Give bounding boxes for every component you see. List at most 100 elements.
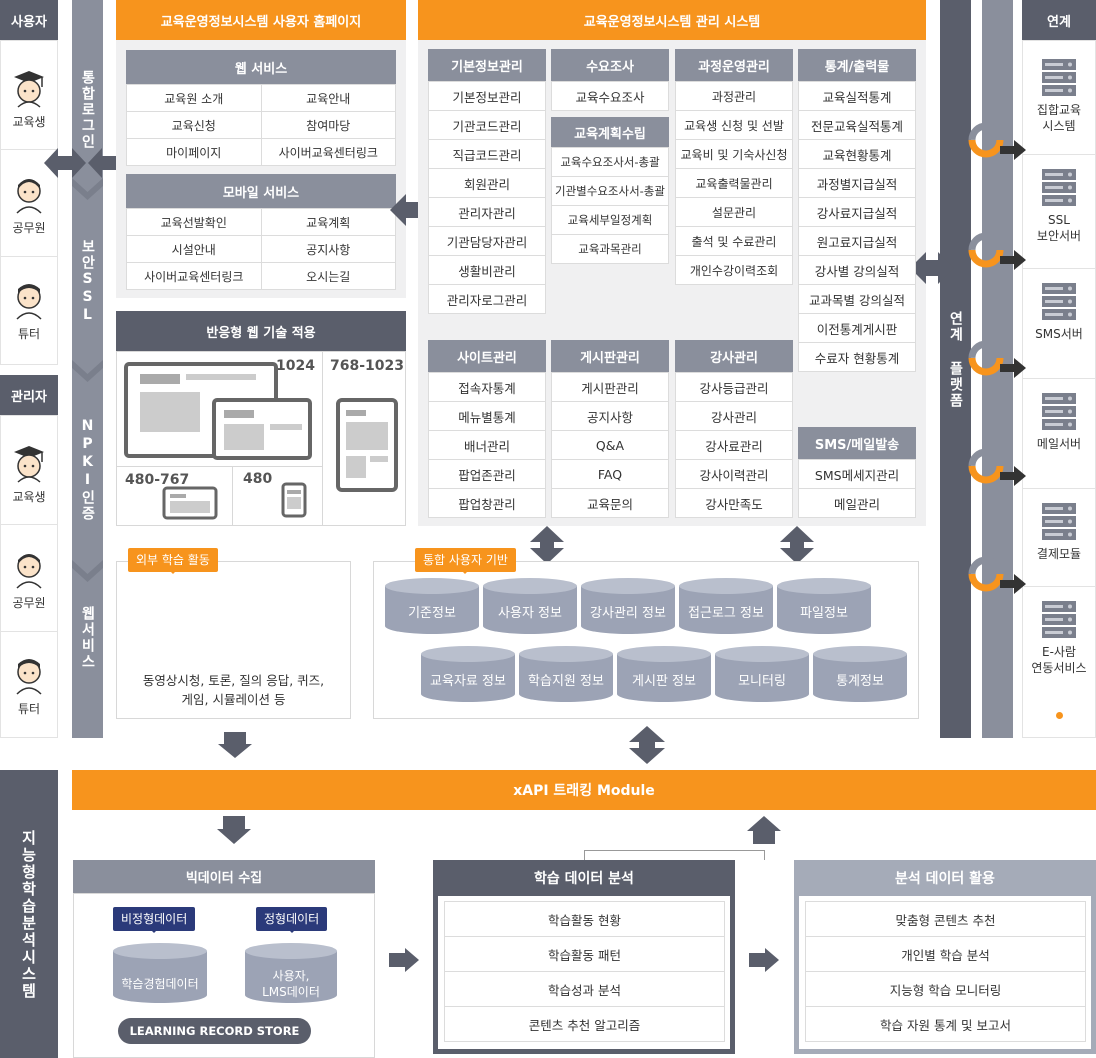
admin-col3-item[interactable]: 개인수강이력조회	[675, 255, 793, 285]
student-icon	[14, 71, 44, 108]
admin-board-item[interactable]: 교육문의	[551, 488, 669, 518]
db-row2-1: 학습지원 정보	[519, 646, 613, 702]
db-row1-4: 파일정보	[777, 578, 871, 634]
user-officer-label: 공무원	[12, 221, 46, 235]
admin-col2b-item[interactable]: 교육수요조사서-총괄	[551, 147, 669, 177]
admin-board-item[interactable]: 게시판관리	[551, 372, 669, 402]
admin-board-item[interactable]: 공지사항	[551, 401, 669, 431]
admin-col3-item[interactable]: 교육생 신청 및 선발	[675, 110, 793, 140]
admin-col3-item[interactable]: 출석 및 수료관리	[675, 226, 793, 256]
admin-sms-item[interactable]: SMS메세지관리	[798, 459, 916, 489]
mobile-item[interactable]: 교육선발확인	[127, 209, 261, 235]
web-item[interactable]: 마이페이지	[127, 139, 261, 165]
mobile-item[interactable]: 오시는길	[261, 263, 395, 289]
down-arrow-external	[218, 732, 252, 758]
connect-header: 연계	[1022, 0, 1096, 40]
server-label: 결제모듈	[1036, 547, 1082, 561]
admin-teacher-item[interactable]: 강사등급관리	[675, 372, 793, 402]
admin-col1-item[interactable]: 관리자관리	[428, 197, 546, 227]
mobile-item[interactable]: 사이버교육센터링크	[127, 263, 261, 289]
mobile-item[interactable]: 교육계획	[261, 209, 395, 235]
admin-board-item[interactable]: Q&A	[551, 430, 669, 460]
mobile-item[interactable]: 공지사항	[261, 236, 395, 262]
db-row2-0: 교육자료 정보	[421, 646, 515, 702]
web-item[interactable]: 참여마당	[261, 112, 395, 138]
admin-teacher-item[interactable]: 강사관리	[675, 401, 793, 431]
mobile-item[interactable]: 시설안내	[127, 236, 261, 262]
admin-col1-item[interactable]: 관리자로그관리	[428, 284, 546, 314]
updown-arrow-admin-2	[780, 526, 814, 564]
user-lms-db-label-2: LMS데이터	[262, 985, 320, 999]
tablet-device-icon	[336, 398, 398, 492]
admin-site-item[interactable]: 메뉴별통계	[428, 401, 546, 431]
admin-col4-title: 통계/출력물	[798, 49, 916, 81]
server-label: 집합교육 시스템	[1036, 103, 1082, 133]
server-icon	[1042, 169, 1076, 206]
integrated-user-tag: 통합 사용자 기반	[415, 548, 516, 574]
desktop-device-icon	[124, 362, 312, 460]
admin-col3-item[interactable]: 과정관리	[675, 81, 793, 111]
admin-tutor: 튜터	[1, 654, 57, 717]
admin-col4-item[interactable]: 강사료지급실적	[798, 197, 916, 227]
admin-col2b-item[interactable]: 교육과목관리	[551, 234, 669, 264]
admin-sms-item[interactable]: 메일관리	[798, 488, 916, 518]
admin-col3-item[interactable]: 교육출력물관리	[675, 168, 793, 198]
admin-col3-item[interactable]: 교육비 및 기숙사신청	[675, 139, 793, 169]
up-arrow-xapi	[747, 816, 781, 844]
admin-site-item[interactable]: 팝업창관리	[428, 488, 546, 518]
web-item[interactable]: 사이버교육센터링크	[261, 139, 395, 165]
admin-col4-item[interactable]: 교육실적통계	[798, 81, 916, 111]
admin-col1-item[interactable]: 회원관리	[428, 168, 546, 198]
admin-col1-item[interactable]: 생활비관리	[428, 255, 546, 285]
auth-seg-web: 웹서비스	[79, 606, 96, 670]
admin-col1-item[interactable]: 기관담당자관리	[428, 226, 546, 256]
server-item: SSL 보안서버	[1023, 168, 1095, 244]
web-item[interactable]: 교육원 소개	[127, 85, 261, 111]
admin-student-label: 교육생	[12, 490, 46, 504]
admin-site-item[interactable]: 배너관리	[428, 430, 546, 460]
db-label: 사용자 정보	[498, 606, 562, 621]
admin-teacher-item[interactable]: 강사만족도	[675, 488, 793, 518]
admin-col4-item[interactable]: 수료자 현황통계	[798, 342, 916, 372]
external-activity-box	[116, 561, 351, 719]
web-item[interactable]: 교육안내	[261, 85, 395, 111]
db-label: 강사관리 정보	[590, 606, 666, 621]
admin-col1-item[interactable]: 기본정보관리	[428, 81, 546, 111]
auth-seg-login: 통합로그인	[79, 70, 96, 150]
sync-icon	[968, 122, 1026, 160]
admin-board-item[interactable]: FAQ	[551, 459, 669, 489]
admin-col4-item[interactable]: 교과목별 강의실적	[798, 284, 916, 314]
db-label: 파일정보	[800, 606, 848, 621]
web-service-title: 웹 서비스	[126, 50, 396, 84]
web-item[interactable]: 교육신청	[127, 112, 261, 138]
admin-group-box: 교육생 공무원 튜터	[0, 415, 58, 738]
admin-col1-item[interactable]: 직급코드관리	[428, 139, 546, 169]
admin-col2a-item[interactable]: 교육수요조사	[551, 81, 669, 111]
connection-platform-bar	[940, 0, 971, 738]
admin-site-item[interactable]: 접속자통계	[428, 372, 546, 402]
admin-col4-item[interactable]: 강사별 강의실적	[798, 255, 916, 285]
admin-teacher-item[interactable]: 강사료관리	[675, 430, 793, 460]
admin-col4-item[interactable]: 과정별지급실적	[798, 168, 916, 198]
admin-col2b-item[interactable]: 교육세부일정계획	[551, 205, 669, 235]
admin-col1-item[interactable]: 기관코드관리	[428, 110, 546, 140]
admin-col4-item[interactable]: 이전통계게시판	[798, 313, 916, 343]
lrs-pill: LEARNING RECORD STORE	[118, 1018, 311, 1044]
mobile-service-grid: 교육선발확인 교육계획 시설안내 공지사항 사이버교육센터링크 오시는길	[126, 208, 396, 290]
admin-col2b-item[interactable]: 기관별수요조사서-총괄	[551, 176, 669, 206]
admin-teacher-item[interactable]: 강사이력관리	[675, 459, 793, 489]
admin-col3-item[interactable]: 설문관리	[675, 197, 793, 227]
admin-col4-item[interactable]: 원고료지급실적	[798, 226, 916, 256]
admin-site-item[interactable]: 팝업존관리	[428, 459, 546, 489]
size-768-label: 768-1023	[330, 358, 404, 374]
updown-arrow-admin-1	[530, 526, 564, 564]
tutor-icon	[16, 284, 42, 320]
usage-item: 맞춤형 콘텐츠 추천	[805, 901, 1086, 937]
db-row1-0: 기준정보	[385, 578, 479, 634]
analysis-title: 학습 데이터 분석	[433, 860, 735, 896]
user-lms-db: 사용자, LMS데이터	[245, 943, 337, 1003]
admin-col4-item[interactable]: 교육현황통계	[798, 139, 916, 169]
xapi-module-bar: xAPI 트래킹 Module	[72, 770, 1096, 810]
user-lms-db-label-1: 사용자,	[272, 969, 310, 983]
admin-col4-item[interactable]: 전문교육실적통계	[798, 110, 916, 140]
